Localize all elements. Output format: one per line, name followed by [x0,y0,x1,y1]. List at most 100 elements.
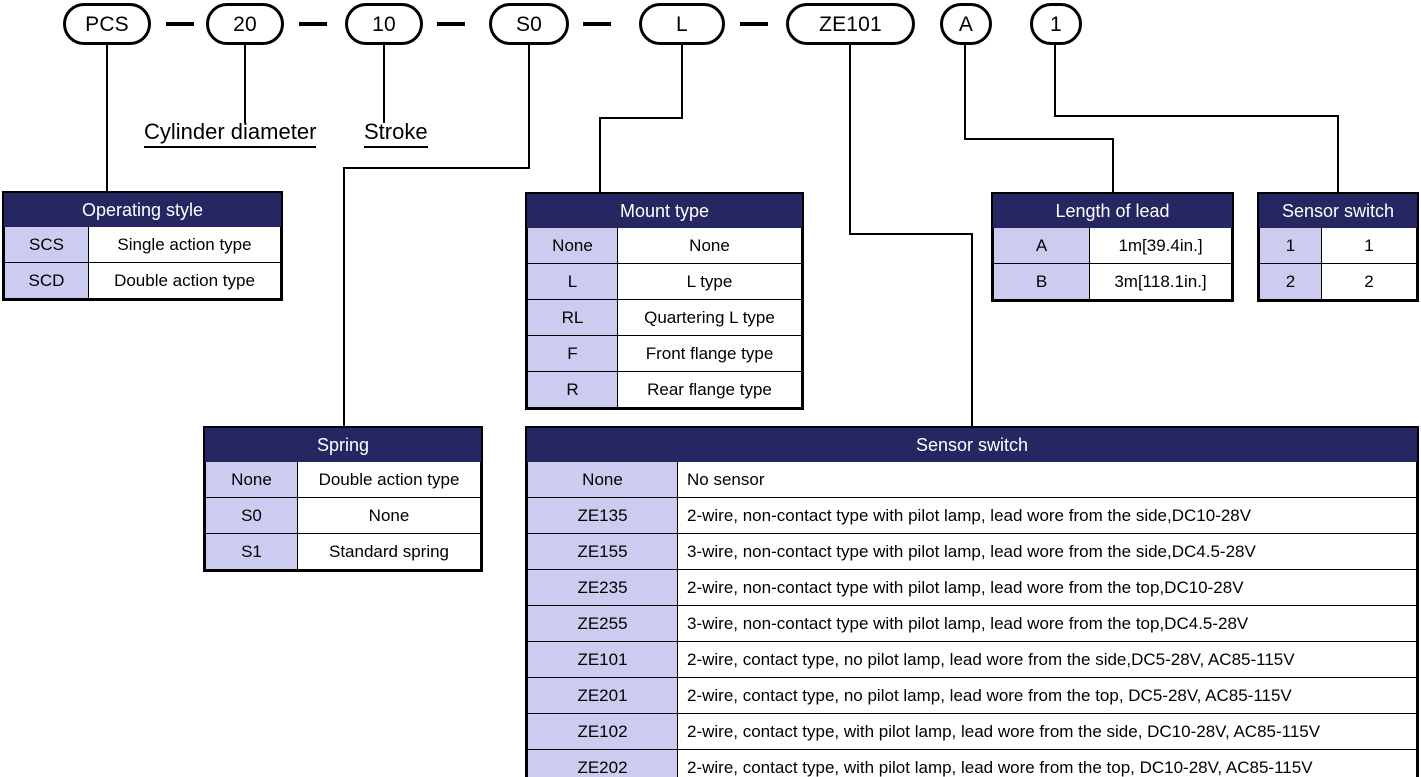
code-capsule-sensor-switch[interactable]: ZE101 [786,3,915,45]
code-capsule-mount-type[interactable]: L [639,3,725,45]
table-row: ZE155 3-wire, non-contact type with pilo… [527,533,1417,570]
cell-desc: None [617,227,802,264]
table-row: None None [527,227,802,264]
table-row: A 1m[39.4in.] [993,227,1232,264]
code-capsule-spring[interactable]: S0 [489,3,569,45]
cell-desc: No sensor [677,461,1417,498]
leader-sensor-count-seg3 [1337,115,1339,192]
cell-code: ZE255 [527,605,678,642]
table-row: F Front flange type [527,335,802,372]
table-row: ZE201 2-wire, contact type, no pilot lam… [527,677,1417,714]
callout-stroke: Stroke [364,119,428,148]
cell-code: ZE155 [527,533,678,570]
cell-code: 2 [1259,263,1322,300]
table-row: ZE135 2-wire, non-contact type with pilo… [527,497,1417,534]
leader-length-of-lead-seg3 [1112,138,1114,192]
leader-stroke [383,45,385,123]
table-row: None Double action type [205,461,481,498]
cell-desc: Rear flange type [617,371,802,408]
cell-code: None [527,227,618,264]
cell-desc: 2-wire, contact type, no pilot lamp, lea… [677,641,1417,678]
cell-code: B [993,263,1090,300]
cell-desc: Front flange type [617,335,802,372]
cell-desc: Standard spring [297,533,481,570]
cell-desc: Double action type [88,262,281,299]
cell-code: ZE202 [527,749,678,777]
cell-code: R [527,371,618,408]
table-mount-type: Mount type None None L L type RL Quarter… [525,192,804,410]
table-header-spring: Spring [205,428,481,462]
leader-mount-type-seg3 [599,117,601,192]
cell-code: ZE101 [527,641,678,678]
table-row: RL Quartering L type [527,299,802,336]
leader-spring-seg2 [343,167,530,169]
leader-operating-style [106,45,108,191]
table-row: S0 None [205,497,481,534]
cell-desc: L type [617,263,802,300]
cell-desc: Single action type [88,226,281,263]
code-capsule-length-of-lead[interactable]: A [940,3,992,45]
code-capsule-sensor-switch-count[interactable]: 1 [1030,3,1082,45]
leader-sensor-count-seg2 [1054,115,1339,117]
table-spring: Spring None Double action type S0 None S… [203,426,483,572]
leader-cylinder-diameter [244,45,246,123]
table-header-operating-style: Operating style [4,193,281,227]
table-header-length-of-lead: Length of lead [993,194,1232,228]
table-row: ZE235 2-wire, non-contact type with pilo… [527,569,1417,606]
cell-code: L [527,263,618,300]
leader-mount-type-seg2 [599,117,683,119]
cell-desc: 2-wire, contact type, no pilot lamp, lea… [677,677,1417,714]
cell-code: 1 [1259,227,1322,264]
cell-desc: 2-wire, contact type, with pilot lamp, l… [677,749,1417,777]
code-capsule-operating-style[interactable]: PCS [63,3,151,45]
cell-desc: 3-wire, non-contact type with pilot lamp… [677,533,1417,570]
table-row: L L type [527,263,802,300]
separator-dash-3 [437,22,465,26]
cell-desc: 3-wire, non-contact type with pilot lamp… [677,605,1417,642]
cell-code: RL [527,299,618,336]
cell-code: S1 [205,533,298,570]
cell-desc: 2-wire, contact type, with pilot lamp, l… [677,713,1417,750]
cell-code: ZE235 [527,569,678,606]
table-row: ZE255 3-wire, non-contact type with pilo… [527,605,1417,642]
leader-sensor-switch-seg1 [849,45,851,235]
code-capsule-cylinder-diameter[interactable]: 20 [206,3,284,45]
table-row: ZE101 2-wire, contact type, no pilot lam… [527,641,1417,678]
cell-code: F [527,335,618,372]
cell-desc: 2 [1321,263,1417,300]
cell-code: ZE201 [527,677,678,714]
table-header-sensor-switch: Sensor switch [527,428,1417,462]
table-row: None No sensor [527,461,1417,498]
callout-cylinder-diameter: Cylinder diameter [144,119,317,148]
table-header-mount-type: Mount type [527,194,802,228]
cell-code: ZE102 [527,713,678,750]
table-length-of-lead: Length of lead A 1m[39.4in.] B 3m[118.1i… [991,192,1234,302]
cell-code: ZE135 [527,497,678,534]
code-capsule-stroke[interactable]: 10 [345,3,423,45]
separator-dash-2 [299,22,327,26]
leader-spring-seg1 [528,45,530,169]
separator-dash-4 [583,22,611,26]
cell-code: SCD [4,262,89,299]
leader-length-of-lead-seg1 [964,45,966,140]
table-row: SCS Single action type [4,226,281,263]
leader-sensor-switch-seg3 [971,233,973,426]
table-row: ZE102 2-wire, contact type, with pilot l… [527,713,1417,750]
leader-sensor-switch-seg2 [849,233,973,235]
cell-desc: None [297,497,481,534]
table-row: SCD Double action type [4,262,281,299]
leader-length-of-lead-seg2 [964,138,1114,140]
cell-desc: 2-wire, non-contact type with pilot lamp… [677,497,1417,534]
table-row: S1 Standard spring [205,533,481,570]
cell-desc: 3m[118.1in.] [1089,263,1232,300]
cell-desc: Quartering L type [617,299,802,336]
cell-code: A [993,227,1090,264]
table-operating-style: Operating style SCS Single action type S… [2,191,283,301]
cell-desc: Double action type [297,461,481,498]
cell-desc: 2-wire, non-contact type with pilot lamp… [677,569,1417,606]
table-row: 1 1 [1259,227,1417,264]
separator-dash-5 [740,22,768,26]
table-sensor-switch: Sensor switch None No sensor ZE135 2-wir… [525,426,1419,777]
table-row: B 3m[118.1in.] [993,263,1232,300]
